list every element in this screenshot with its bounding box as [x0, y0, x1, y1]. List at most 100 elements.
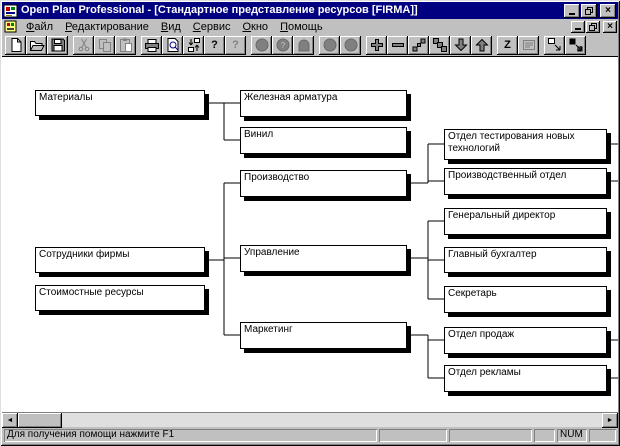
- add-button[interactable]: [366, 35, 387, 55]
- tree-node-secretary[interactable]: Секретарь: [444, 286, 607, 313]
- node-label: Стоимостные ресурсы: [39, 287, 144, 298]
- menu-view[interactable]: Вид: [160, 20, 181, 33]
- child-minimize-button[interactable]: [571, 20, 585, 33]
- node-label: Материалы: [39, 92, 93, 103]
- menu-file[interactable]: Файл: [26, 20, 54, 33]
- tree-node-iron-fittings[interactable]: Железная арматура: [240, 90, 407, 117]
- tree-node-cost-resources[interactable]: Стоимостные ресурсы: [35, 285, 205, 311]
- tree-node-management[interactable]: Управление: [240, 245, 407, 272]
- notes-button[interactable]: [518, 35, 539, 55]
- resource-circle-question-button[interactable]: ?: [272, 35, 293, 55]
- scrollbar-thumb[interactable]: [18, 413, 62, 428]
- steps-button[interactable]: [429, 35, 450, 55]
- scroll-right-icon: ►: [606, 417, 614, 424]
- fit-window-icon: [547, 38, 560, 51]
- print-preview-button[interactable]: [162, 35, 183, 55]
- document-window-icon[interactable]: [4, 20, 17, 33]
- scroll-right-button[interactable]: ►: [602, 413, 618, 428]
- tree-node-marketing[interactable]: Маркетинг: [240, 322, 407, 349]
- node-label: Отдел продаж: [448, 329, 515, 340]
- circle-question-icon: ?: [276, 38, 289, 52]
- z-order-icon: Z: [504, 38, 511, 51]
- close-button[interactable]: ×: [600, 3, 616, 18]
- save-icon: [51, 38, 65, 52]
- arrow-up-icon: [474, 38, 489, 52]
- scroll-left-icon: ◄: [6, 417, 14, 424]
- node-label: Отдел тестирования новых технологий: [448, 131, 575, 154]
- arch-icon: [298, 39, 309, 52]
- resource-tree-canvas: Материалы Железная арматура Винил Произв…: [2, 57, 618, 412]
- node-label: Маркетинг: [244, 324, 293, 335]
- node-label: Генеральный директор: [448, 210, 556, 221]
- restore-button[interactable]: [581, 3, 597, 18]
- tree-connectors: [205, 102, 618, 379]
- status-bar: Для получения помощи нажмите F1 NUM: [2, 427, 618, 444]
- z-order-button[interactable]: Z: [497, 35, 518, 55]
- zoom-expand-button[interactable]: [565, 35, 586, 55]
- remove-button[interactable]: [387, 35, 408, 55]
- plus-icon: [370, 39, 383, 51]
- menu-edit[interactable]: Редактирование: [65, 20, 149, 33]
- circle-b-button[interactable]: [340, 35, 361, 55]
- save-button[interactable]: [47, 35, 68, 55]
- circle-b-icon: [344, 38, 357, 52]
- status-panel-1: [379, 429, 447, 442]
- new-button[interactable]: [5, 35, 26, 55]
- print-button[interactable]: [141, 35, 162, 55]
- child-restore-icon: [589, 22, 597, 31]
- status-num-lock: NUM: [557, 429, 587, 442]
- minimize-button[interactable]: [564, 3, 580, 18]
- child-close-button[interactable]: ×: [603, 20, 617, 33]
- resource-circle-button[interactable]: [251, 35, 272, 55]
- app-icon[interactable]: [4, 4, 18, 18]
- node-label: Управление: [244, 247, 300, 258]
- tree-node-company-employees[interactable]: Сотрудники фирмы: [35, 247, 205, 273]
- link-button[interactable]: [408, 35, 429, 55]
- child-minimize-icon: [575, 28, 581, 30]
- move-up-button[interactable]: [471, 35, 492, 55]
- print-preview-icon: [167, 38, 178, 52]
- tree-node-sales-dept[interactable]: Отдел продаж: [444, 327, 607, 354]
- status-help-text: Для получения помощи нажмите F1: [4, 429, 377, 442]
- node-label: Производственный отдел: [448, 170, 567, 181]
- fit-window-button[interactable]: [544, 35, 565, 55]
- tree-node-new-tech-testing-dept[interactable]: Отдел тестирования новых технологий: [444, 129, 607, 160]
- move-down-button[interactable]: [450, 35, 471, 55]
- context-help-button[interactable]: ?: [225, 35, 246, 55]
- child-close-icon: ×: [607, 21, 613, 32]
- print-icon: [144, 39, 159, 52]
- node-label: Производство: [244, 172, 310, 183]
- menu-help[interactable]: Помощь: [280, 20, 323, 33]
- help-button[interactable]: ?: [204, 35, 225, 55]
- tree-node-general-director[interactable]: Генеральный директор: [444, 208, 607, 235]
- status-panel-2: [449, 429, 532, 442]
- title-bar: Open Plan Professional - [Стандартное пр…: [2, 2, 618, 19]
- tree-node-vinyl[interactable]: Винил: [240, 127, 407, 154]
- paste-button[interactable]: [115, 35, 136, 55]
- scrollbar-track[interactable]: [62, 413, 602, 427]
- tree-node-materials[interactable]: Материалы: [35, 90, 205, 116]
- menu-window[interactable]: Окно: [242, 20, 269, 33]
- cut-button[interactable]: [73, 35, 94, 55]
- copy-icon: [98, 39, 111, 52]
- node-label: Железная арматура: [244, 92, 338, 103]
- menu-bar: Файл Редактирование Вид Сервис Окно Помо…: [2, 19, 618, 34]
- scroll-left-button[interactable]: ◄: [2, 413, 18, 428]
- tree-node-chief-accountant[interactable]: Главный бухгалтер: [444, 247, 607, 273]
- restore-icon: [585, 6, 593, 15]
- svg-text:?: ?: [280, 41, 285, 50]
- tree-node-advertising-dept[interactable]: Отдел рекламы: [444, 365, 607, 392]
- arch-button[interactable]: [293, 35, 314, 55]
- exchange-button[interactable]: [183, 35, 204, 55]
- tree-node-production[interactable]: Производство: [240, 170, 407, 197]
- tree-node-production-dept[interactable]: Производственный отдел: [444, 168, 607, 195]
- child-restore-button[interactable]: [586, 20, 600, 33]
- circle-a-button[interactable]: [319, 35, 340, 55]
- toolbar: ? ? ? Z: [2, 34, 618, 57]
- copy-button[interactable]: [94, 35, 115, 55]
- open-button[interactable]: [26, 35, 47, 55]
- close-icon: ×: [605, 5, 611, 16]
- menu-tools[interactable]: Сервис: [192, 20, 231, 33]
- arrow-down-icon: [453, 38, 468, 52]
